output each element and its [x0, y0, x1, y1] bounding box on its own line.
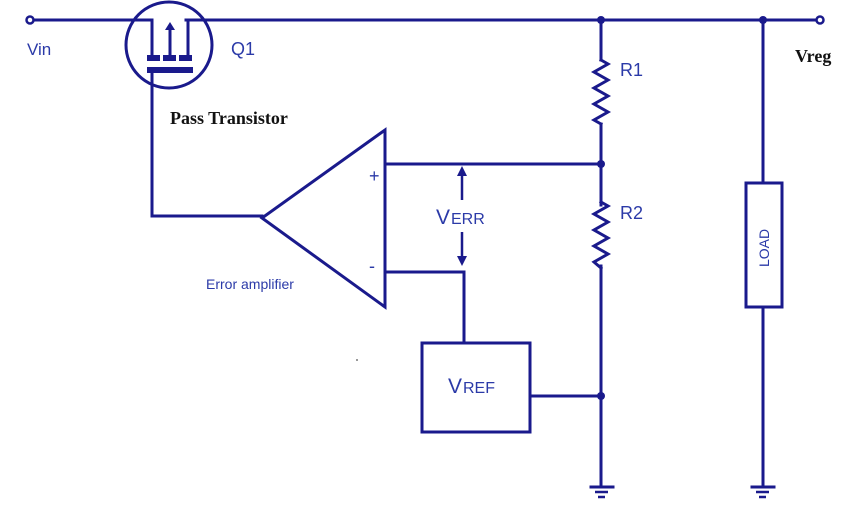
amplifier-plus-label: +: [369, 166, 380, 186]
r2-label: R2: [620, 203, 643, 223]
vin-label: Vin: [27, 40, 51, 59]
voltage-reference[interactable]: [420, 341, 603, 434]
gate-plate: [147, 67, 193, 73]
q1-label: Q1: [231, 39, 255, 59]
verr-arrow-down-icon: [457, 256, 467, 266]
voltage-divider: [590, 18, 612, 489]
verr-label-sub: ERR: [451, 211, 485, 228]
minus-input-wire: [383, 270, 466, 345]
r1-label: R1: [620, 60, 643, 80]
channel-segment-2: [163, 55, 176, 61]
verr-label-main: V: [436, 206, 450, 229]
vin-terminal[interactable]: [25, 15, 35, 25]
gate-drive-wire: [150, 93, 264, 218]
error-amplifier-caption: Error amplifier: [206, 276, 294, 292]
transistor-arrow-icon: [165, 22, 175, 30]
vref-box: [420, 341, 532, 434]
pass-transistor-q1[interactable]: [124, 0, 214, 102]
verr-arrow-up-icon: [457, 166, 467, 176]
resistor-r2[interactable]: [590, 199, 612, 271]
verr-label: V ERR: [436, 206, 485, 229]
vreg-label: Vreg: [795, 46, 831, 66]
ground-symbol-load: [750, 485, 776, 499]
amplifier-triangle: [259, 127, 387, 310]
verr-indicator: [457, 166, 467, 266]
channel-segment-3: [179, 55, 192, 61]
ground-symbol-divider: [589, 485, 615, 499]
load-label: LOAD: [756, 229, 772, 267]
error-amplifier[interactable]: + -: [259, 127, 387, 310]
resistor-r1[interactable]: [590, 57, 612, 127]
stray-pixel: [356, 359, 358, 361]
vreg-terminal[interactable]: [815, 15, 825, 25]
pass-transistor-caption: Pass Transistor: [170, 108, 288, 128]
vref-label: V REF: [448, 375, 495, 398]
vref-label-main: V: [448, 375, 462, 398]
amplifier-minus-label: -: [369, 256, 375, 276]
vref-label-sub: REF: [463, 380, 495, 397]
load-branch: [744, 18, 784, 489]
top-rail: [25, 15, 825, 25]
channel-segment-1: [147, 55, 160, 61]
